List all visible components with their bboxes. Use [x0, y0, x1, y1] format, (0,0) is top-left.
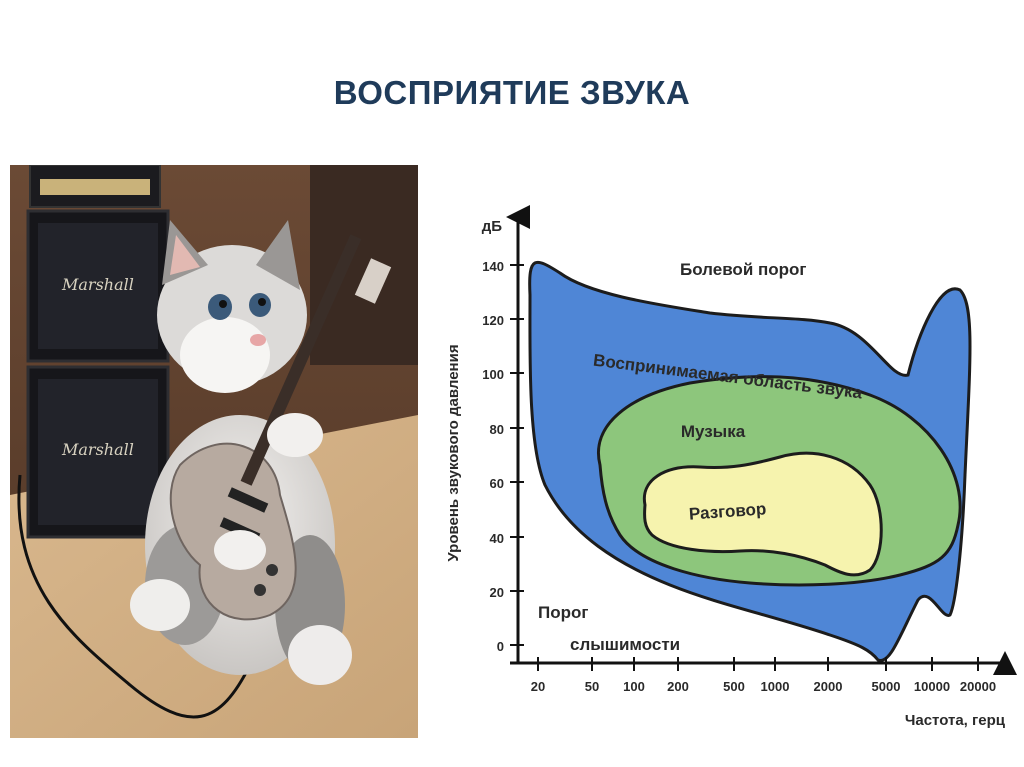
y-tick-140: 140: [482, 259, 504, 274]
y-axis-unit: дБ: [482, 218, 503, 235]
hearing-threshold-label-line2: слышимости: [570, 635, 680, 654]
amplifier-stack: Marshall Marshall: [26, 165, 170, 539]
x-tick-1000: 1000: [761, 679, 790, 694]
y-tick-60: 60: [490, 476, 504, 491]
x-tick-20: 20: [531, 679, 545, 694]
y-tick-80: 80: [490, 422, 504, 437]
y-tick-40: 40: [490, 531, 504, 546]
y-tick-20: 20: [490, 585, 504, 600]
y-tick-0: 0: [497, 639, 504, 654]
amp-logo-bottom: Marshall: [61, 440, 134, 459]
kitten-guitar-photo: Marshall Marshall: [10, 165, 418, 738]
pain-threshold-label: Болевой порог: [680, 260, 807, 279]
x-tick-100: 100: [623, 679, 645, 694]
x-tick-2000: 2000: [814, 679, 843, 694]
x-tick-5000: 5000: [872, 679, 901, 694]
sound-perception-diagram: 0 20 40 60 80 100 120 140 20 50 100 200 …: [430, 195, 1020, 740]
y-axis-label: Уровень звукового давления: [445, 344, 462, 561]
x-ticks: 20 50 100 200 500 1000 2000 5000 10000 2…: [531, 657, 996, 694]
y-tick-100: 100: [482, 367, 504, 382]
x-tick-500: 500: [723, 679, 745, 694]
slide-title: ВОСПРИЯТИЕ ЗВУКА: [333, 74, 691, 111]
x-tick-20000: 20000: [960, 679, 996, 694]
x-tick-10000: 10000: [914, 679, 950, 694]
y-ticks: 0 20 40 60 80 100 120 140: [482, 259, 524, 654]
x-axis-label: Частота, герц: [905, 712, 1006, 729]
hearing-threshold-label-line1: Порог: [538, 603, 588, 622]
x-tick-200: 200: [667, 679, 689, 694]
music-label: Музыка: [681, 422, 746, 441]
amp-logo-top: Marshall: [61, 275, 134, 294]
speech-region: [642, 451, 883, 577]
y-tick-120: 120: [482, 313, 504, 328]
x-tick-50: 50: [585, 679, 599, 694]
